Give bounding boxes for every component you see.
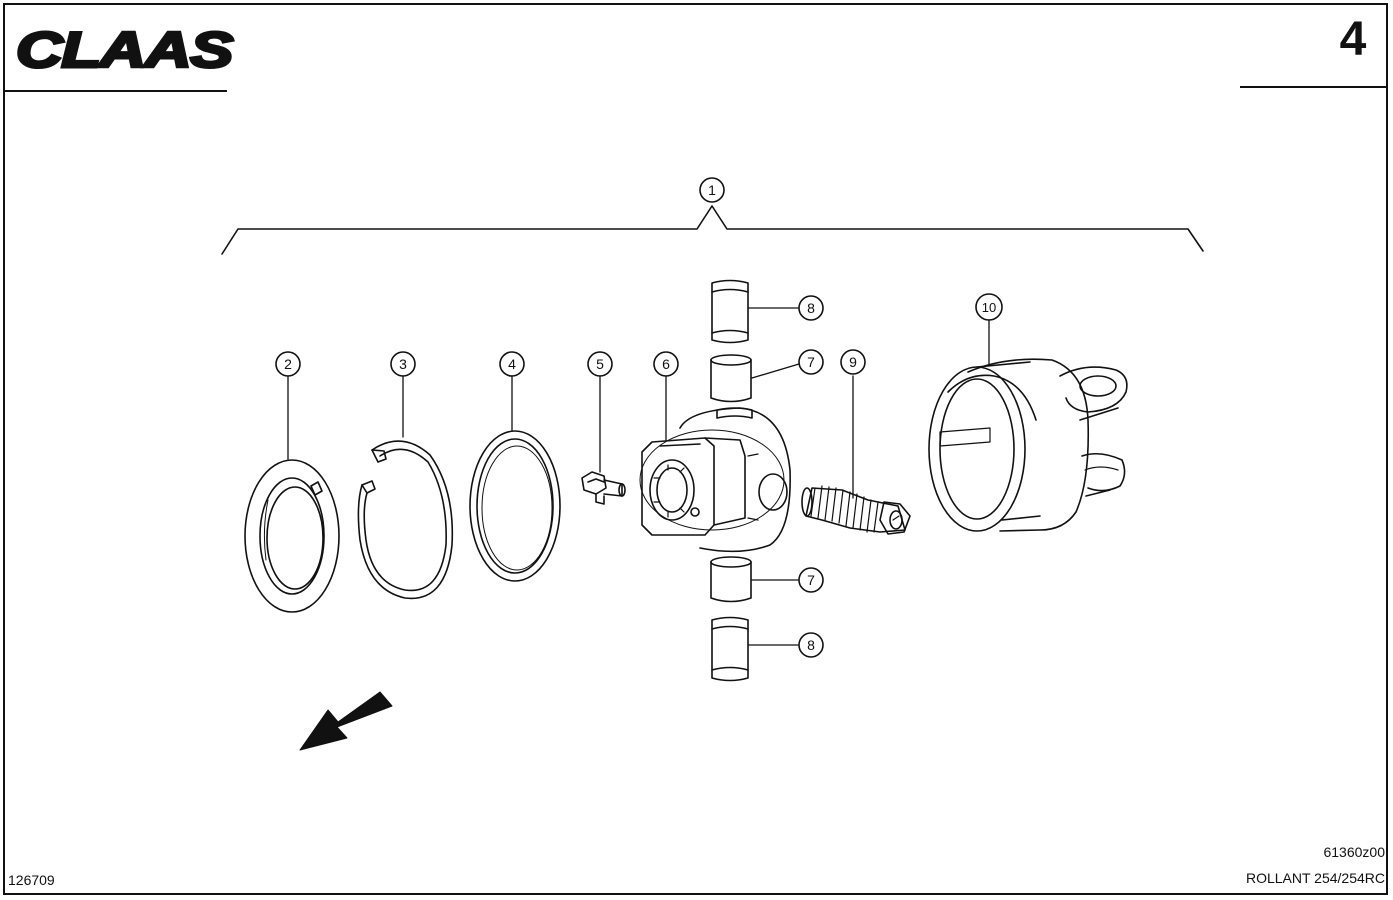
callout-4: 4 (499, 351, 525, 377)
leader-7-top (751, 363, 800, 379)
callout-label: 8 (807, 637, 815, 653)
callout-9: 9 (840, 349, 866, 375)
callout-label: 5 (596, 356, 604, 372)
callouts: 1 2 3 4 5 6 7 7 8 8 9 10 (275, 177, 1003, 658)
header-rule-right (1240, 86, 1388, 88)
part-bearing-cup-bottom (711, 616, 749, 682)
callout-2: 2 (275, 351, 301, 377)
callout-7-bottom: 7 (798, 567, 824, 593)
callout-10: 10 (975, 293, 1003, 321)
page-number: 4 (1339, 13, 1367, 66)
callout-3: 3 (390, 351, 416, 377)
callout-1: 1 (699, 177, 725, 203)
part-hub (639, 407, 791, 553)
callout-label: 7 (807, 572, 815, 588)
part-spring-pin (801, 485, 911, 535)
drawing-code: 61360z00 (1323, 844, 1385, 860)
brand-logo-text: CLAAS (16, 26, 233, 74)
part-circlip (357, 440, 454, 600)
callout-8-bottom: 8 (798, 632, 824, 658)
model-name: ROLLANT 254/254RC (1245, 870, 1385, 886)
callout-6: 6 (653, 351, 679, 377)
header-rule-left (3, 90, 227, 92)
part-ring (469, 430, 561, 582)
brand-logo: CLAAS (14, 26, 236, 74)
callout-label: 9 (849, 354, 857, 370)
callout-7-top: 7 (798, 349, 824, 375)
part-needle-bearing-bottom (710, 556, 752, 603)
callout-label: 1 (708, 182, 716, 198)
callout-label: 6 (662, 356, 670, 372)
part-grease-nipple (581, 471, 626, 505)
callout-label: 3 (399, 356, 407, 372)
part-washer (244, 459, 340, 613)
part-bearing-cup-top (711, 279, 749, 344)
callout-8-top: 8 (798, 295, 824, 321)
callout-label: 2 (284, 356, 292, 372)
leader-lines (287, 307, 990, 646)
direction-arrow-icon (299, 691, 393, 751)
callout-label: 4 (508, 356, 516, 372)
callout-label: 10 (982, 300, 996, 315)
part-needle-bearing-top (710, 354, 752, 403)
callout-label: 7 (807, 354, 815, 370)
callout-label: 8 (807, 300, 815, 316)
assembly-bracket (221, 205, 1204, 255)
part-yoke (928, 358, 1128, 532)
sheet-border (3, 3, 1388, 895)
callout-5: 5 (587, 351, 613, 377)
document-number: 126709 (8, 872, 55, 888)
